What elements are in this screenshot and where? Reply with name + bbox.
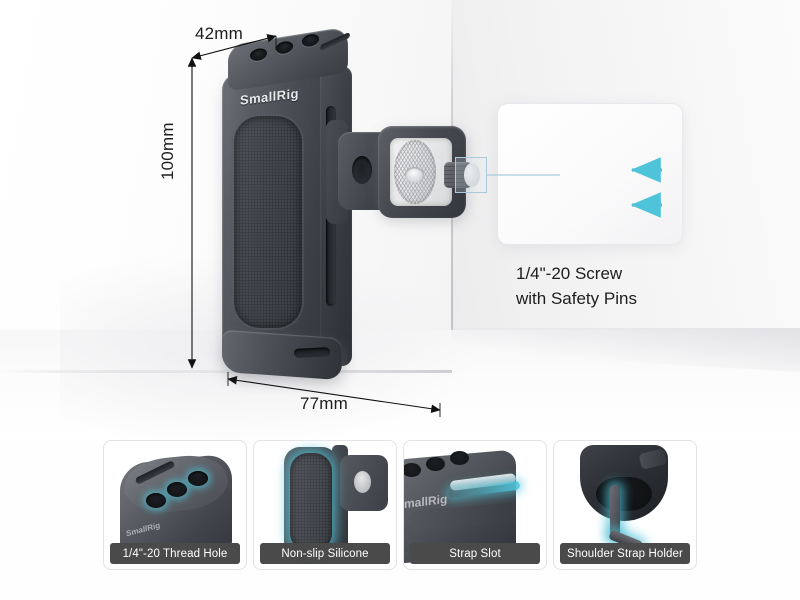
feature-card-strap-slot[interactable]: SmallRig Strap Slot	[403, 440, 547, 570]
dimension-label-depth: 77mm	[300, 394, 349, 413]
screw-callout-line-1: 1/4"-20 Screw	[516, 264, 623, 283]
thread-hole-icon	[276, 40, 293, 55]
screw-cap	[464, 163, 480, 187]
thread-hole-icon	[250, 47, 267, 63]
feature-caption: Strap Slot	[410, 543, 540, 564]
feature-card-silicone[interactable]: Non-slip Silicone	[253, 440, 397, 570]
strap-slot-icon: SmallRig	[404, 441, 546, 569]
handle-top-strap-slot	[319, 31, 351, 52]
handle-base-strap-slot	[293, 347, 331, 359]
handle-base-plate	[222, 329, 342, 381]
dimension-label-width: 42mm	[195, 24, 244, 43]
silicone-grip-icon	[254, 441, 396, 569]
strap-holder-icon	[554, 441, 696, 569]
feature-thumbnail-row: SmallRig 1/4"-20 Thread Hole Non-slip Si…	[103, 440, 697, 570]
qr-center-hole	[405, 167, 424, 183]
feature-caption: Non-slip Silicone	[260, 543, 390, 564]
qr-arm-hole	[352, 156, 372, 184]
handle-silicone-grip	[234, 116, 302, 328]
screw-callout-text: 1/4"-20 Screw with Safety Pins	[516, 262, 736, 311]
screw-callout-line-2: with Safety Pins	[516, 288, 637, 308]
dimension-label-height: 100mm	[158, 122, 177, 180]
screw-detail-inset	[498, 104, 682, 244]
callout-source-box	[455, 157, 487, 193]
thread-hole-icon: SmallRig	[104, 441, 246, 569]
feature-card-strap-holder[interactable]: Shoulder Strap Holder	[553, 440, 697, 570]
feature-card-thread-hole[interactable]: SmallRig 1/4"-20 Thread Hole	[103, 440, 247, 570]
feature-caption: Shoulder Strap Holder	[560, 543, 690, 564]
thread-hole-icon	[302, 33, 319, 48]
feature-caption: 1/4"-20 Thread Hole	[110, 543, 240, 564]
